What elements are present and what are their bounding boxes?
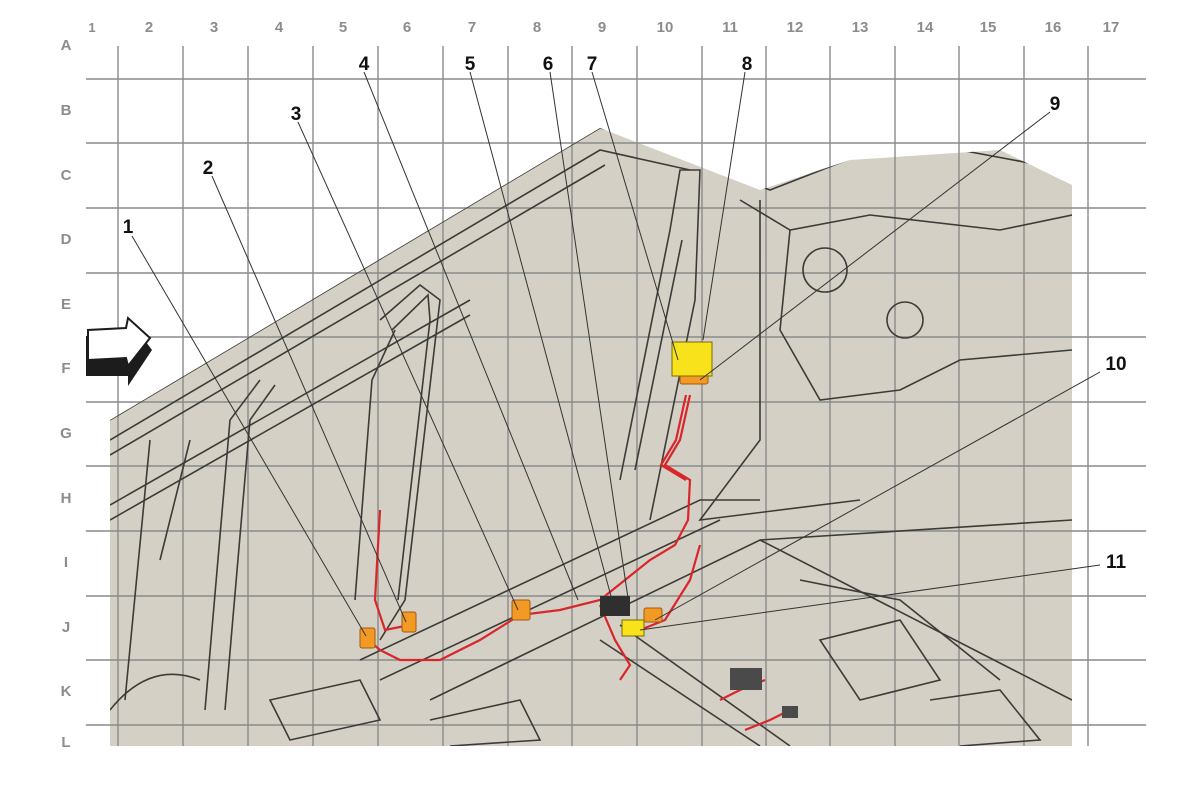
grid-column-label: 16 — [1045, 19, 1062, 36]
callout-9: 9 — [1050, 94, 1061, 115]
grid-column-label: 13 — [852, 19, 869, 36]
callout-2: 2 — [203, 158, 214, 179]
callout-8: 8 — [742, 54, 753, 75]
grid-column-label: 2 — [145, 19, 153, 36]
grid-row-label: B — [61, 102, 72, 119]
grid-row-label: H — [61, 490, 72, 507]
grid-column-label: 9 — [598, 19, 606, 36]
grid-row-label: D — [61, 231, 72, 248]
callout-10: 10 — [1105, 354, 1126, 375]
grid-row-label: A — [61, 37, 72, 54]
callout-1: 1 — [123, 217, 134, 238]
grid-column-label: 10 — [657, 19, 674, 36]
grid-row-label: L — [61, 734, 70, 751]
module-11 — [621, 619, 645, 637]
grid-row-label: I — [64, 554, 68, 571]
connectors — [359, 367, 709, 649]
module-black — [600, 596, 630, 616]
grid-column-label: 4 — [275, 19, 284, 36]
grid-row-label: G — [60, 425, 72, 442]
module-rear-2 — [782, 706, 798, 718]
grid-column-label: 8 — [533, 19, 541, 36]
callout-11: 11 — [1106, 552, 1127, 573]
grid-column-label: 14 — [917, 19, 934, 36]
grid-column-label: 17 — [1103, 19, 1120, 36]
module-rear — [730, 668, 762, 690]
module-8 — [671, 341, 713, 377]
grid-row-label: E — [61, 296, 71, 313]
callout-5: 5 — [465, 54, 476, 75]
grid-column-label: 12 — [787, 19, 804, 36]
grid-column-label: 5 — [339, 19, 347, 36]
connector-10 — [643, 607, 663, 623]
grid-column-label: 7 — [468, 19, 476, 36]
grid-column-label: 3 — [210, 19, 218, 36]
connector-3 — [511, 599, 531, 621]
callout-6: 6 — [543, 54, 554, 75]
grid-column-label: 15 — [980, 19, 997, 36]
grid-column-label: 11 — [722, 19, 738, 36]
grid-row-label: K — [61, 683, 72, 700]
callout-4: 4 — [359, 54, 370, 75]
grid-column-label: 6 — [403, 19, 411, 36]
callout-labels: 1 2 3 4 5 6 7 8 9 10 11 — [123, 54, 1127, 573]
callout-3: 3 — [291, 104, 302, 125]
direction-arrow-icon — [86, 316, 152, 386]
vehicle-background — [110, 128, 1072, 746]
connector-1 — [359, 627, 376, 649]
modules — [600, 341, 798, 718]
grid-column-label: 1 — [88, 20, 95, 35]
grid-row-label: C — [61, 167, 72, 184]
connector-2 — [401, 611, 417, 633]
leader-lines — [131, 71, 1101, 637]
callout-7: 7 — [587, 54, 598, 75]
grid-row-label: J — [62, 619, 70, 636]
wiring-harness — [367, 394, 791, 732]
grid-row-labels: A B C D E F G H I J K L — [60, 37, 72, 751]
grid-row-label: F — [61, 360, 70, 377]
